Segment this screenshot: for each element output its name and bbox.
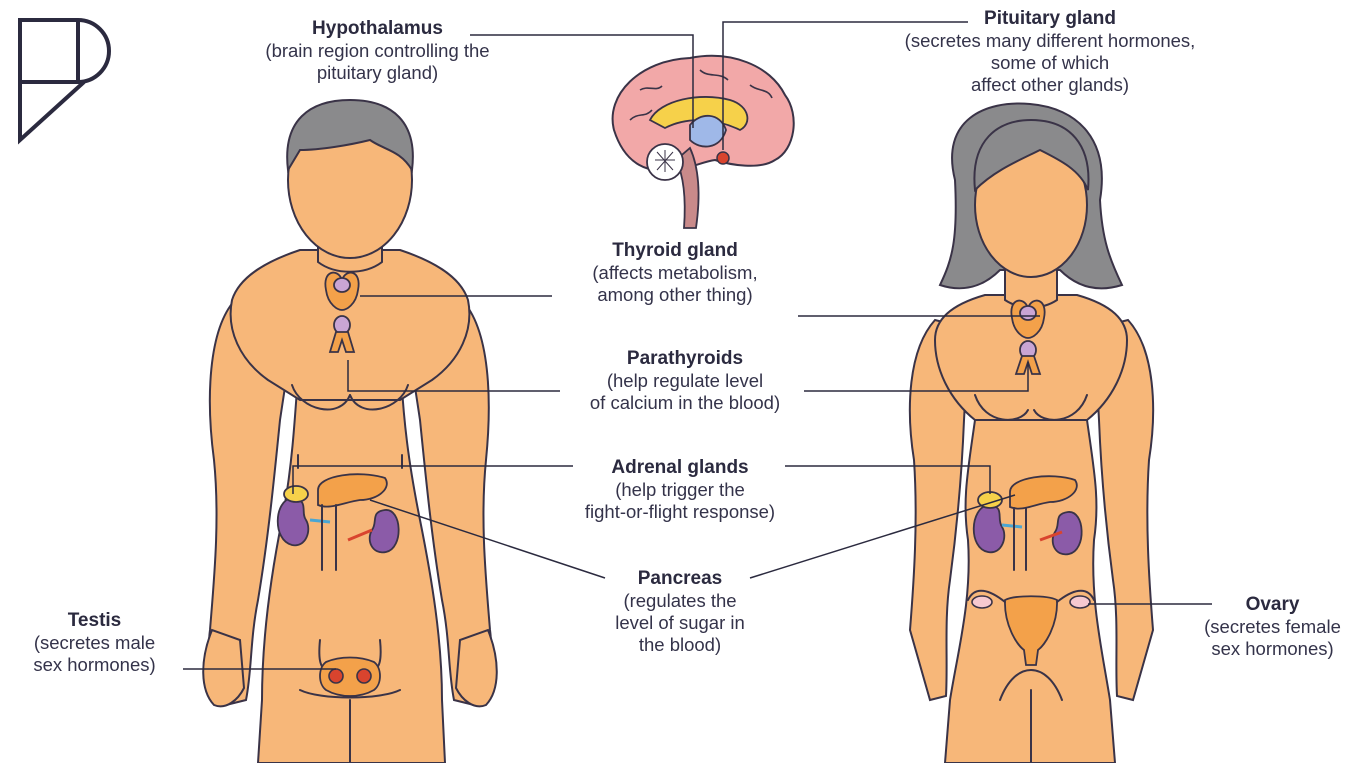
testis-desc: (secretes male sex hormones) bbox=[2, 632, 187, 676]
label-adrenal: Adrenal glands (help trigger the fight-o… bbox=[555, 457, 805, 523]
hypothalamus-title: Hypothalamus bbox=[205, 18, 550, 40]
parathyroids-desc: (help regulate level of calcium in the b… bbox=[540, 370, 830, 414]
ovary-title: Ovary bbox=[1180, 594, 1365, 616]
label-thyroid: Thyroid gland (affects metabolism, among… bbox=[540, 240, 810, 306]
adrenal-desc: (help trigger the fight-or-flight respon… bbox=[555, 479, 805, 523]
pancreas-title: Pancreas bbox=[585, 568, 775, 590]
adrenal-title: Adrenal glands bbox=[555, 457, 805, 479]
label-testis: Testis (secretes male sex hormones) bbox=[2, 610, 187, 676]
brand-logo-icon bbox=[20, 20, 109, 140]
label-pituitary: Pituitary gland (secretes many different… bbox=[840, 8, 1260, 96]
pituitary-desc: (secretes many different hormones, some … bbox=[840, 30, 1260, 95]
label-ovary: Ovary (secretes female sex hormones) bbox=[1180, 594, 1365, 660]
thyroid-title: Thyroid gland bbox=[540, 240, 810, 262]
pancreas-desc: (regulates the level of sugar in the blo… bbox=[585, 590, 775, 655]
hypothalamus-desc: (brain region controlling the pituitary … bbox=[205, 40, 550, 84]
testis-title: Testis bbox=[2, 610, 187, 632]
parathyroids-title: Parathyroids bbox=[540, 348, 830, 370]
label-hypothalamus: Hypothalamus (brain region controlling t… bbox=[205, 18, 550, 84]
brain-illustration bbox=[613, 56, 794, 228]
label-pancreas: Pancreas (regulates the level of sugar i… bbox=[585, 568, 775, 656]
thyroid-desc: (affects metabolism, among other thing) bbox=[540, 262, 810, 306]
label-parathyroids: Parathyroids (help regulate level of cal… bbox=[540, 348, 830, 414]
pituitary-title: Pituitary gland bbox=[840, 8, 1260, 30]
ovary-desc: (secretes female sex hormones) bbox=[1180, 616, 1365, 660]
